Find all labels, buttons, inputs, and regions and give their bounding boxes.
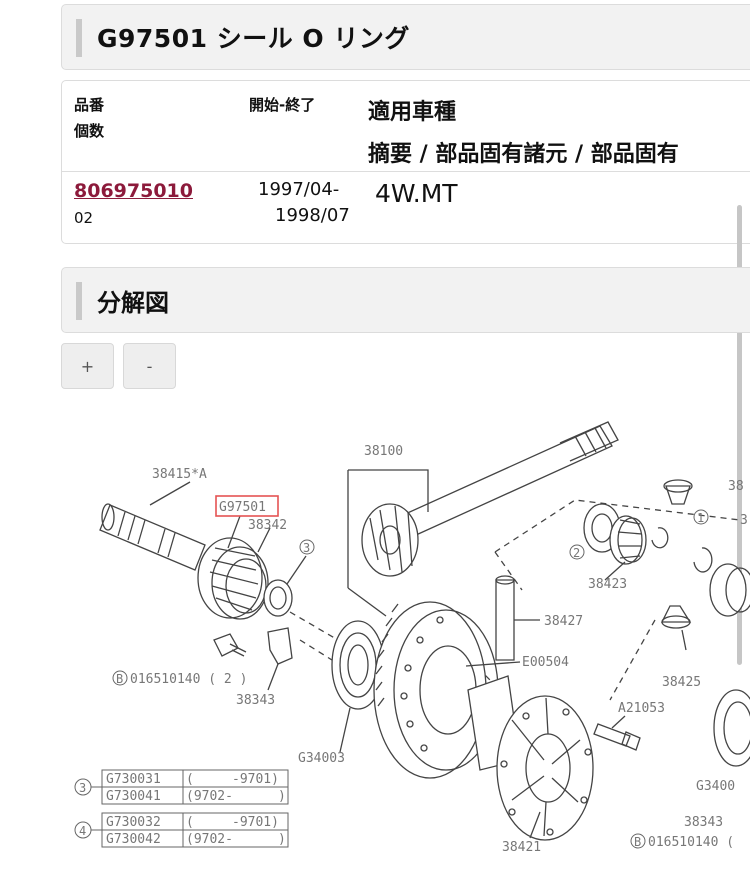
label-e00504[interactable]: E00504 [522, 655, 569, 670]
shaft-38415[interactable] [99, 503, 206, 571]
lock-plate-38343[interactable] [267, 627, 293, 665]
legend-range-start: ( [186, 815, 194, 830]
header-accent-bar [76, 19, 82, 57]
label-38415[interactable]: 38415*A [152, 467, 207, 482]
bearing-g34003[interactable] [331, 620, 385, 710]
exploded-diagram[interactable]: 38100 38415*A G97501 38342 3 1 2 38423 3… [0, 400, 750, 874]
snap-ring-right[interactable] [693, 547, 713, 573]
label-38-partial[interactable]: 38 [728, 479, 744, 494]
circle-marker-3 [299, 539, 315, 555]
label-circle-b: B [116, 672, 123, 686]
legend-circle-4-label: 4 [79, 824, 86, 838]
legend-part[interactable]: G730041 [106, 789, 161, 804]
column-header-model: 適用車種 [368, 100, 457, 125]
parts-table: 品番 個数 開始-終了 適用車種 摘要 / 部品固有諸元 / 部品固有 8069… [61, 80, 750, 244]
bolt-part[interactable] [213, 633, 247, 657]
shaft-38100[interactable] [361, 421, 619, 577]
diagram-accent-bar [76, 282, 82, 320]
label-circle-b2: B [634, 835, 641, 849]
legend-range-end: -9701) [232, 772, 279, 787]
ring-gear[interactable] [373, 601, 499, 779]
part-header: G97501 シール O リング [61, 4, 750, 70]
label-bolt-016510140[interactable]: 016510140 ( 2 ) [130, 672, 247, 687]
bearing-g34003-right[interactable] [713, 689, 750, 767]
label-bolt-016510140-right[interactable]: 016510140 ( [648, 835, 734, 850]
label-38343[interactable]: 38343 [236, 693, 275, 708]
column-header-qty: 個数 [74, 122, 105, 140]
label-g34003-right[interactable]: G3400 [696, 779, 735, 794]
label-g97501[interactable]: G97501 [219, 500, 266, 515]
pin-38427[interactable] [495, 575, 515, 661]
label-circle-1: 1 [697, 511, 704, 525]
circle-marker-b2 [630, 833, 646, 849]
page-title: G97501 シール O リング [97, 24, 410, 53]
legend-part[interactable]: G730042 [106, 832, 161, 847]
label-38342[interactable]: 38342 [248, 518, 287, 533]
legend-range-start: ( [186, 772, 194, 787]
part-number-link[interactable]: 806975010 [74, 180, 193, 202]
part-quantity: 02 [74, 209, 94, 227]
column-header-summary: 摘要 / 部品固有諸元 / 部品固有 [368, 142, 679, 167]
label-circle-2: 2 [573, 546, 580, 560]
label-g34003[interactable]: G34003 [298, 751, 345, 766]
diagram-title: 分解図 [97, 289, 169, 317]
legend-range-end: -9701) [232, 815, 279, 830]
legend-part[interactable]: G730031 [106, 772, 161, 787]
scrollbar[interactable] [737, 205, 742, 665]
seal-ring-g97501[interactable] [197, 537, 269, 620]
bracket-38100 [347, 469, 429, 588]
period-start: 1997/04- [258, 179, 340, 200]
period-end: 1998/07 [275, 205, 350, 226]
label-38100[interactable]: 38100 [364, 444, 403, 459]
table-divider [62, 171, 750, 172]
label-a21053[interactable]: A21053 [618, 701, 665, 716]
zoom-in-button[interactable]: + [61, 343, 114, 389]
label-38423[interactable]: 38423 [588, 577, 627, 592]
differential-case-38421[interactable] [467, 675, 594, 841]
label-38427[interactable]: 38427 [544, 614, 583, 629]
circle-marker-b [112, 670, 128, 686]
legend-table: 3 4 G730031 ( -9701) G730041 (9702- ) G7… [74, 769, 289, 848]
legend-range-end: ) [278, 789, 286, 804]
diagram-header: 分解図 [61, 267, 750, 333]
highlight-g97501[interactable] [215, 495, 279, 517]
side-gear-38423[interactable] [609, 515, 647, 565]
legend-part[interactable]: G730032 [106, 815, 161, 830]
label-38421[interactable]: 38421 [502, 840, 541, 855]
bolt-a21053[interactable] [593, 723, 641, 751]
label-38425[interactable]: 38425 [662, 675, 701, 690]
zoom-out-button[interactable]: - [123, 343, 176, 389]
column-header-period: 開始-終了 [249, 96, 316, 114]
legend-circle-3-label: 3 [79, 781, 86, 795]
snap-ring[interactable] [651, 527, 669, 549]
circle-marker-1 [693, 509, 709, 525]
side-gear-right[interactable] [709, 563, 750, 617]
pinion-gear-38425[interactable] [660, 479, 693, 629]
circle-marker-2 [569, 544, 585, 560]
legend-range-start: (9702- [186, 789, 233, 804]
legend-range-start: (9702- [186, 832, 233, 847]
label-3-partial[interactable]: 3 [740, 513, 748, 528]
label-38343-right[interactable]: 38343 [684, 815, 723, 830]
legend-range-end: ) [278, 832, 286, 847]
label-circle-3: 3 [303, 541, 310, 555]
column-header-part-no: 品番 [74, 96, 105, 114]
applicable-model: 4W.MT [375, 179, 458, 208]
ring-part-3[interactable] [263, 579, 293, 617]
